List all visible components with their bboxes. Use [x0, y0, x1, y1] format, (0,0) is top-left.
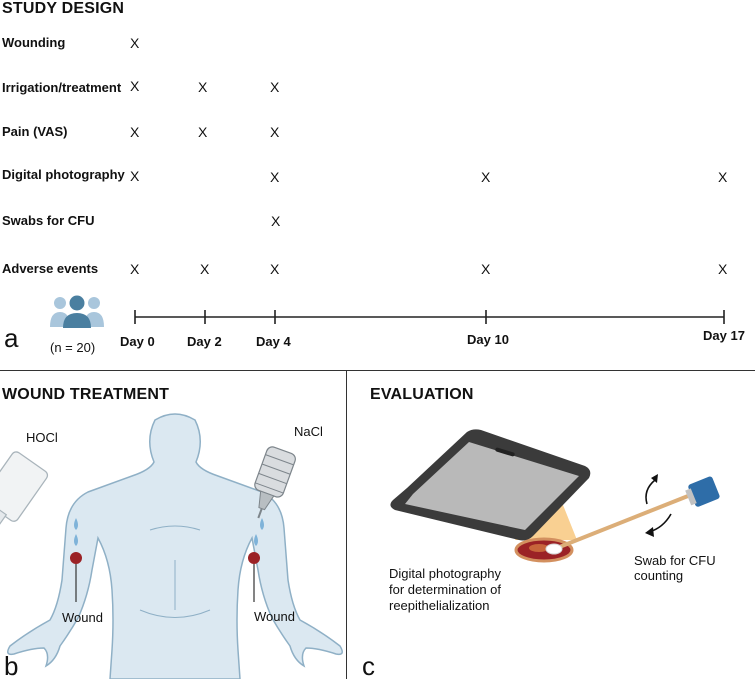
day-label-4: Day 4: [256, 334, 291, 349]
vertical-divider: [346, 371, 347, 679]
participants-count: (n = 20): [50, 340, 96, 355]
drop-icon: [74, 534, 78, 546]
wound-right-label: Wound: [254, 609, 295, 624]
mark: X: [718, 169, 728, 185]
row-label-pain: Pain (VAS): [2, 124, 68, 139]
evaluation-illustration: [390, 429, 720, 563]
mark: X: [481, 169, 491, 185]
evaluation-title: EVALUATION: [370, 386, 474, 403]
panel-letter-c: c: [362, 651, 375, 681]
photo-caption: Digital photography for determination of…: [389, 566, 501, 614]
panel-letter-b: b: [4, 651, 19, 681]
drop-icon: [260, 518, 264, 530]
day-label-2: Day 2: [187, 334, 222, 349]
mark: X: [130, 78, 140, 94]
photo-caption-line: Digital photography: [389, 566, 502, 581]
swab-tip: [545, 543, 563, 555]
mark: X: [198, 79, 208, 95]
participants-icon: [50, 295, 104, 328]
mark: X: [270, 169, 280, 185]
swab-caption-line: counting: [634, 568, 684, 583]
mark: X: [270, 79, 280, 95]
drop-icon: [254, 534, 258, 546]
horizontal-divider: [0, 370, 755, 371]
mark: X: [481, 261, 491, 277]
mark: X: [130, 35, 140, 51]
timeline: [134, 310, 725, 324]
smartphone-icon: [390, 429, 591, 541]
mark: X: [200, 261, 210, 277]
swab-caption: Swab for CFU counting: [634, 553, 716, 583]
swab-caption-line: Swab for CFU: [634, 553, 716, 568]
panel-letter-a: a: [4, 323, 19, 353]
mark: X: [718, 261, 728, 277]
rotate-arrow-icon: [645, 479, 656, 505]
day-label-0: Day 0: [120, 334, 155, 349]
study-design-title: STUDY DESIGN: [2, 0, 125, 17]
photo-caption-line: for determination of: [389, 582, 502, 597]
wound-right-icon: [248, 552, 260, 564]
wound-left-label: Wound: [62, 610, 103, 625]
drop-icon: [74, 518, 78, 530]
body-illustration: [0, 413, 343, 679]
mark: X: [270, 261, 280, 277]
day-label-17: Day 17: [703, 328, 745, 343]
mark: X: [270, 124, 280, 140]
wound-treatment-title: WOUND TREATMENT: [2, 386, 170, 403]
photo-caption-line: reepithelialization: [389, 598, 490, 613]
mark: X: [130, 168, 140, 184]
swab-stick: [556, 492, 694, 550]
mark: X: [271, 213, 281, 229]
hocl-bottle-icon: [0, 451, 49, 526]
wound-left-icon: [70, 552, 82, 564]
hocl-label: HOCl: [26, 430, 58, 445]
row-label-adverse: Adverse events: [2, 261, 99, 276]
mark: X: [130, 124, 140, 140]
nacl-bottle-icon: [254, 446, 296, 519]
row-label-wounding: Wounding: [2, 35, 66, 50]
swab-cap-icon: [685, 476, 720, 507]
nacl-label: NaCl: [294, 424, 323, 439]
row-label-swabs: Swabs for CFU: [2, 213, 95, 228]
row-label-photography: Digital photography: [2, 167, 125, 182]
row-label-irrigation: Irrigation/treatment: [2, 80, 122, 95]
mark: X: [198, 124, 208, 140]
day-label-10: Day 10: [467, 332, 509, 347]
mark: X: [130, 261, 140, 277]
